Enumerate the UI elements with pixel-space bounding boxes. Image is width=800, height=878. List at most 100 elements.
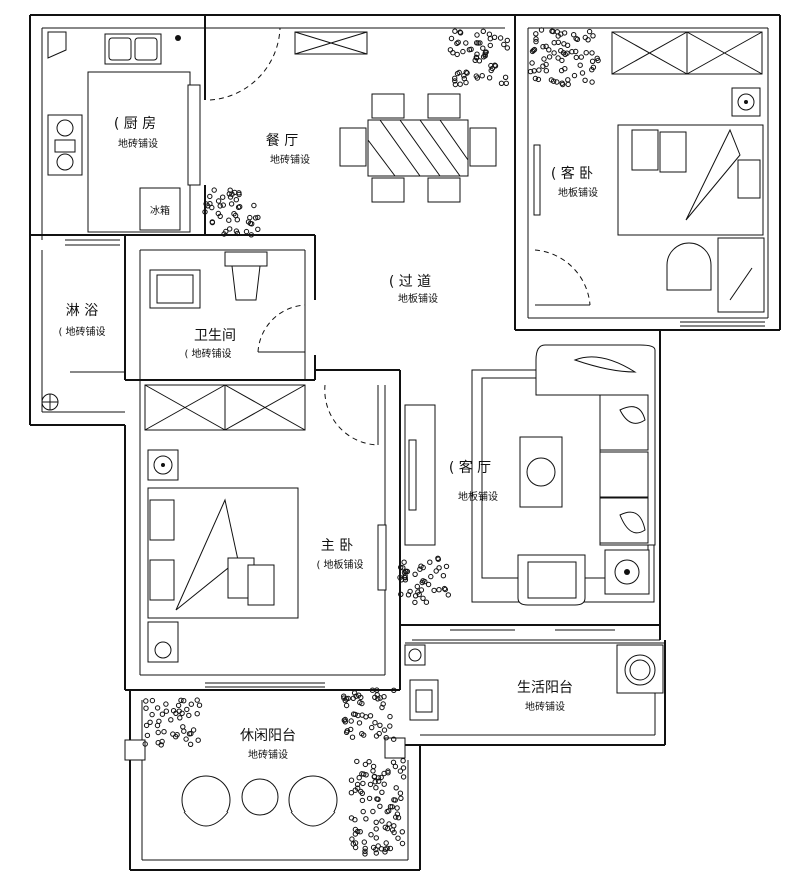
plant-dot — [474, 51, 480, 57]
plant-dot — [226, 217, 232, 223]
plant-dot — [377, 722, 383, 728]
plant-dot — [383, 840, 389, 846]
plant-dot — [369, 687, 376, 693]
plant-dot — [177, 715, 183, 721]
living-room-floor: 地板铺设 — [458, 490, 498, 503]
plant-dot — [398, 795, 404, 801]
plant-dot — [583, 50, 589, 56]
plant-dot — [168, 717, 174, 723]
dining-set — [294, 31, 497, 203]
plant-dot — [353, 693, 359, 699]
plant-dot — [373, 826, 379, 832]
plant-dot — [252, 215, 259, 221]
plant-dot — [436, 587, 442, 593]
plant-dot — [416, 591, 422, 598]
plant-dot — [143, 722, 150, 729]
plant-dot — [394, 805, 400, 811]
plant-dot — [392, 763, 399, 770]
plant-dot — [562, 66, 568, 72]
plant-dot — [390, 759, 397, 765]
plant-dot — [594, 55, 600, 61]
plant-dot — [400, 565, 406, 571]
plant-dot — [504, 37, 510, 44]
plant-dot — [215, 198, 222, 204]
plant-dot — [546, 54, 553, 60]
plant-dot — [443, 563, 450, 570]
leisure-balcony-furniture — [181, 775, 338, 827]
plant-dot — [142, 741, 148, 747]
hallway-name: ( 过 道 — [389, 274, 431, 290]
plant-dot — [590, 33, 596, 39]
plant-dot — [194, 697, 200, 703]
plant-dot — [362, 845, 368, 852]
plant-dot — [220, 194, 226, 200]
plant-dot — [370, 768, 376, 774]
plant-dot — [441, 585, 448, 592]
plant-dot — [479, 73, 485, 79]
plant-dot — [144, 732, 151, 739]
plant-dot — [455, 39, 461, 45]
plant-dot — [348, 777, 355, 783]
plant-dot — [491, 34, 498, 40]
plant-dot — [387, 845, 394, 852]
plant-dot — [377, 695, 383, 701]
plant-dot — [356, 720, 363, 726]
plant-dot — [498, 80, 505, 87]
master-bedroom-name: 主 卧 — [321, 538, 353, 554]
plant-dot — [423, 599, 430, 605]
plant-dot — [188, 701, 195, 707]
plant-dot — [221, 231, 227, 237]
plant-dot — [379, 818, 385, 824]
plant-dot — [186, 712, 192, 719]
plant-dot — [464, 70, 470, 76]
plant-dot — [454, 70, 461, 77]
plant-dot — [355, 828, 361, 835]
guest-room-name: ( 客 卧 — [551, 165, 593, 182]
plant-dot — [529, 60, 535, 66]
plant-clusters — [142, 27, 601, 857]
plant-dot — [497, 35, 504, 41]
plant-dot — [560, 81, 566, 88]
plant-dot — [234, 217, 241, 223]
plant-dot — [474, 75, 481, 81]
plant-dot — [565, 81, 571, 88]
plant-dot — [461, 73, 467, 79]
plant-dot — [255, 214, 261, 221]
plant-dot — [457, 29, 463, 35]
walls — [29, 14, 781, 871]
dining-name: 餐 厅 — [266, 133, 298, 149]
plant-dot — [374, 796, 380, 802]
plant-dot — [533, 36, 539, 42]
plant-dot — [255, 226, 261, 233]
plant-dot — [373, 835, 379, 841]
shower-floor: ( 地砖铺设 — [58, 325, 105, 338]
plant-dot — [543, 43, 549, 49]
plant-dot — [440, 573, 447, 579]
plant-dot — [474, 32, 480, 38]
plant-dot — [159, 711, 166, 717]
plant-dot — [349, 836, 355, 842]
leisure-balcony-floor: 地砖铺设 — [248, 748, 288, 761]
plant-dot — [559, 57, 565, 64]
plant-dot — [349, 734, 356, 740]
plant-dot — [343, 696, 350, 702]
plant-dot — [473, 54, 479, 60]
plant-dot — [579, 70, 586, 76]
plant-dot — [399, 829, 405, 835]
plant-dot — [401, 574, 408, 581]
plant-dot — [573, 54, 579, 61]
plant-dot — [178, 697, 184, 703]
plant-dot — [399, 840, 406, 847]
plant-dot — [389, 804, 395, 810]
plant-dot — [373, 850, 379, 856]
plant-dot — [251, 202, 257, 209]
plant-dot — [489, 65, 496, 72]
plant-dot — [460, 48, 466, 55]
plant-dot — [454, 40, 460, 47]
plant-dot — [433, 568, 439, 574]
plant-dot — [361, 839, 367, 845]
plant-dot — [384, 808, 390, 815]
plant-dot — [578, 54, 584, 60]
plant-dot — [183, 736, 189, 742]
